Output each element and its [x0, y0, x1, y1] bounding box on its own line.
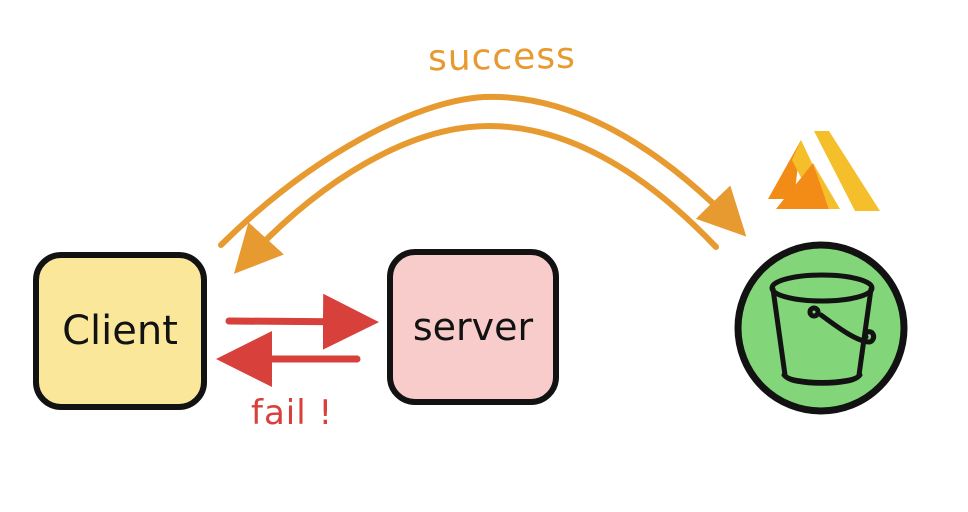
client-node: Client: [33, 252, 207, 410]
fail-label: fail !: [251, 393, 334, 433]
amplify-logo-icon: [768, 131, 880, 211]
request-arrow: [225, 293, 379, 350]
success-arrow-lower: [233, 122, 719, 274]
success-label: success: [427, 35, 577, 80]
bucket-icon: [769, 272, 877, 386]
server-label: server: [412, 305, 534, 349]
success-arrow-upper: [218, 93, 747, 248]
client-label: Client: [62, 308, 178, 354]
storage-node: [734, 241, 908, 415]
server-node: server: [387, 249, 559, 405]
